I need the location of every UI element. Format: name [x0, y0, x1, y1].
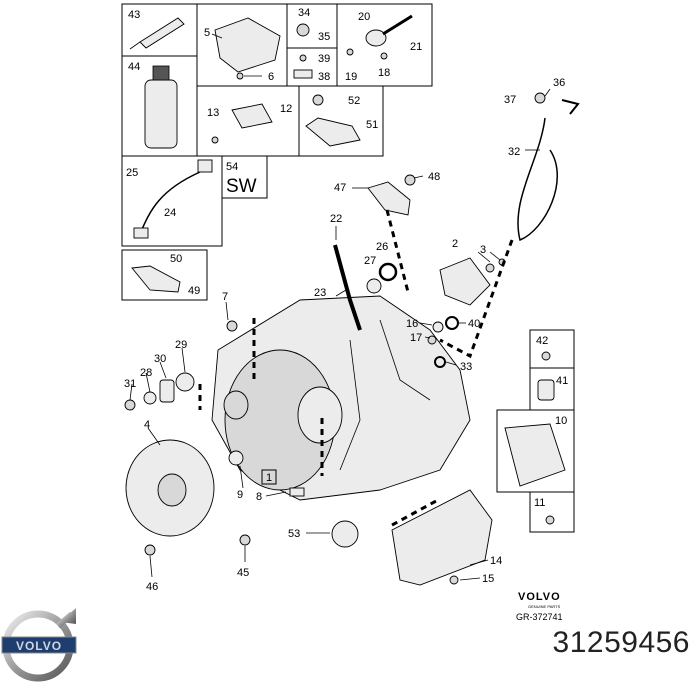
- fluid-bottle: [144, 79, 178, 149]
- label-47: 47: [334, 182, 346, 194]
- part-number: 31259456: [552, 626, 690, 659]
- label-39: 39: [318, 53, 330, 65]
- logo-text: VOLVO: [16, 639, 62, 653]
- label-15: 15: [482, 573, 494, 585]
- box-10: 10: [496, 409, 575, 493]
- label-40: 40: [468, 318, 480, 330]
- label-7: 7: [222, 291, 228, 303]
- label-33: 33: [460, 361, 472, 373]
- label-46: 46: [146, 581, 158, 593]
- label-1-box: [261, 469, 277, 485]
- label-5: 5: [204, 27, 210, 39]
- label-9: 9: [237, 489, 243, 501]
- label-51: 51: [366, 119, 378, 131]
- label-43: 43: [128, 9, 140, 21]
- box-12-13: 13 12: [196, 85, 300, 157]
- label-44: 44: [128, 61, 140, 73]
- label-41: 41: [556, 375, 568, 387]
- label-35: 35: [318, 31, 330, 43]
- label-17: 17: [410, 332, 422, 344]
- label-32: 32: [508, 146, 520, 158]
- label-36: 36: [553, 77, 565, 89]
- label-48: 48: [428, 171, 440, 183]
- label-12: 12: [280, 103, 292, 115]
- label-30: 30: [154, 353, 166, 365]
- transmission-housing: [211, 295, 471, 501]
- label-31: 31: [124, 378, 136, 390]
- callout-numbers: 36 37 32 47 48 22 2 3 26 27 23 7 16 17 4…: [124, 77, 565, 593]
- label-50: 50: [170, 253, 182, 265]
- label-38: 38: [318, 71, 330, 83]
- dash-6: [391, 498, 439, 527]
- reference-number: GR-372741: [516, 612, 563, 622]
- box-50-49: 50 49: [121, 249, 208, 301]
- label-24: 24: [164, 207, 176, 219]
- box-25-24: 25 24: [121, 155, 223, 247]
- label-18: 18: [378, 67, 390, 79]
- label-1: 1: [266, 472, 272, 484]
- label-23: 23: [314, 287, 326, 299]
- label-19: 19: [345, 71, 357, 83]
- box-20-21: 20 21 19 18: [336, 3, 433, 87]
- label-6: 6: [268, 71, 274, 83]
- box-44: 44: [121, 55, 198, 157]
- label-20: 20: [358, 11, 370, 23]
- label-34: 34: [298, 7, 310, 19]
- label-29: 29: [175, 339, 187, 351]
- box-52-51: 52 51: [298, 85, 384, 157]
- label-45: 45: [237, 567, 249, 579]
- label-14: 14: [490, 555, 502, 567]
- brand-wordmark: VOLVO: [518, 591, 561, 603]
- label-8: 8: [256, 491, 262, 503]
- label-11: 11: [534, 497, 545, 509]
- brand-block: VOLVO GENUINE PARTS GR-372741: [516, 591, 563, 622]
- label-22: 22: [330, 213, 342, 225]
- bracket-part: [214, 17, 281, 73]
- label-53: 53: [288, 528, 300, 540]
- label-54: 54: [226, 161, 238, 173]
- label-28: 28: [140, 367, 152, 379]
- box-11: 11: [529, 491, 575, 533]
- label-52: 52: [348, 95, 360, 107]
- label-27: 27: [364, 255, 376, 267]
- box-43: 43: [121, 3, 198, 57]
- sealant-tube: [139, 17, 185, 49]
- label-42: 42: [536, 335, 548, 347]
- brand-subtitle: GENUINE PARTS: [528, 604, 561, 609]
- label-37: 37: [504, 94, 516, 106]
- box-41: 41: [529, 367, 575, 411]
- label-49: 49: [188, 285, 200, 297]
- label-21: 21: [410, 41, 422, 53]
- box-5-6: 5 6: [196, 3, 288, 87]
- label-sw: SW: [226, 176, 257, 197]
- volvo-logo: VOLVO: [1, 608, 77, 682]
- label-16: 16: [406, 318, 418, 330]
- box-34-35-39-38: 34 35 39 38: [286, 3, 338, 87]
- dash-2: [439, 239, 514, 359]
- label-13: 13: [207, 107, 219, 119]
- label-4: 4: [144, 419, 150, 431]
- dash-1: [385, 209, 410, 293]
- oil-pan: [391, 489, 493, 586]
- torque-converter: [125, 439, 215, 537]
- box-54: 54 SW: [221, 155, 268, 199]
- label-25: 25: [126, 167, 138, 179]
- label-3: 3: [480, 244, 486, 256]
- label-2: 2: [452, 238, 458, 250]
- label-10: 10: [555, 415, 567, 427]
- box-42: 42: [529, 329, 575, 369]
- label-26: 26: [376, 241, 388, 253]
- small-parts-main: [124, 92, 580, 556]
